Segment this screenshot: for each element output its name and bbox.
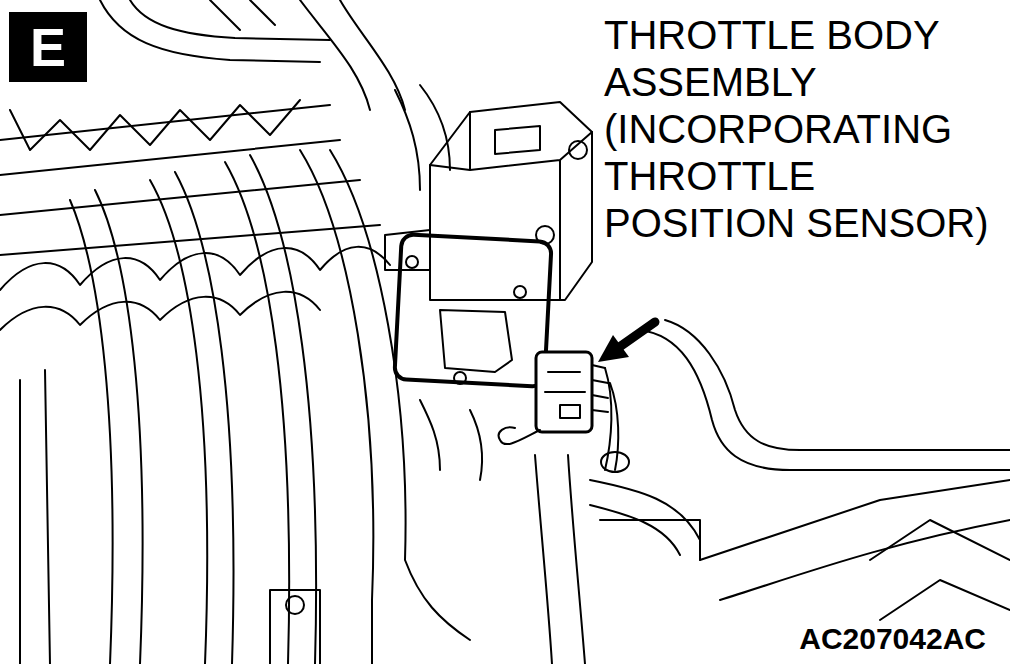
figure-number: AC207042AC (799, 622, 986, 656)
bolt (454, 372, 466, 384)
part-name: THROTTLE BODY ASSEMBLY (INCORPORATING TH… (604, 12, 1004, 247)
bolt (286, 596, 304, 614)
wire (601, 452, 629, 472)
wire (499, 427, 540, 444)
manifold-runner (70, 200, 113, 664)
hose (590, 480, 700, 555)
bracket (270, 590, 320, 664)
reservoir (700, 480, 1010, 600)
hose (130, 0, 330, 40)
manifold-runner (20, 370, 50, 664)
hose (535, 455, 585, 664)
panel-letter-box: E (9, 12, 87, 82)
pointer-arrow (618, 322, 655, 348)
manifold-runner (150, 180, 207, 664)
manifold-rib (0, 105, 380, 255)
sensor-cover (394, 234, 551, 387)
hose (395, 85, 450, 190)
hose (100, 0, 320, 62)
manifold-runner (250, 155, 316, 664)
bracket (600, 520, 700, 560)
reservoir (870, 520, 1010, 620)
bolt (514, 286, 526, 298)
bolt (569, 141, 587, 159)
connector (545, 372, 585, 418)
panel-letter: E (30, 20, 66, 74)
hose (300, 0, 405, 110)
throttle-body (430, 102, 592, 300)
manifold-rib (0, 247, 390, 290)
reservoir (665, 320, 1010, 450)
manifold-runner (330, 150, 470, 640)
throttle-body (495, 126, 540, 154)
manifold-runner (225, 162, 289, 664)
manifold-runner (175, 172, 233, 664)
manifold-runner (300, 150, 373, 664)
pointer-arrow (598, 335, 629, 362)
sensor-cover (440, 310, 512, 372)
manifold-runner (95, 190, 143, 664)
manifold-rib (10, 100, 300, 150)
throttle-body (430, 112, 592, 300)
hose (210, 0, 275, 30)
throttle-body (420, 400, 482, 480)
connector (536, 352, 592, 432)
bolt (406, 256, 418, 268)
